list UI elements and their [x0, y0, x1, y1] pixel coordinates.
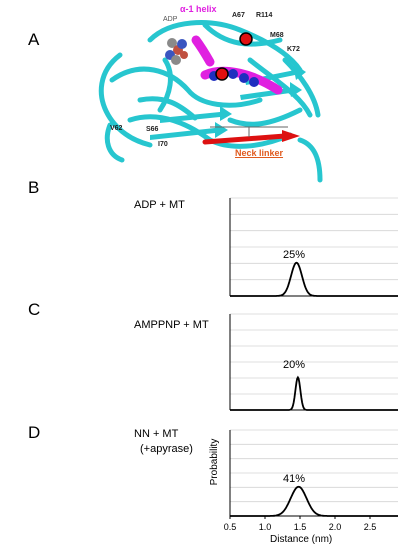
- label-alpha1-helix: α-1 helix: [180, 4, 217, 14]
- label-i70: I70: [158, 141, 168, 148]
- panel-b-peak-label: 25%: [283, 249, 306, 261]
- x-tick-label: 1.0: [258, 522, 272, 532]
- label-neck-linker: Neck linker: [235, 148, 284, 158]
- panel-d-peak-label: 41%: [283, 473, 306, 485]
- x-tick-label: 0.5: [223, 522, 237, 532]
- panel-a-letter: A: [28, 30, 40, 49]
- x-tick-label: 2.5: [363, 522, 377, 532]
- x-tick-label: 1.5: [293, 522, 307, 532]
- label-v62: V62: [110, 125, 123, 132]
- panel-c-condition: AMPPNP + MT: [134, 319, 209, 331]
- adp-molecule: [165, 38, 188, 65]
- x-tick-label: 2.0: [328, 522, 342, 532]
- protein-structure-illustration: [98, 20, 323, 183]
- y-axis-label: Probability: [209, 438, 220, 486]
- panel-b-letter: B: [28, 178, 40, 197]
- protein-ribbon: [98, 20, 323, 183]
- panel-d-condition-2: (+apyrase): [140, 443, 193, 455]
- panel-c-letter: C: [28, 300, 41, 319]
- panel-b-condition: ADP + MT: [134, 199, 185, 211]
- label-adp: ADP: [163, 16, 178, 23]
- neck-linker: [202, 130, 300, 145]
- panel-d-condition: NN + MT: [134, 428, 179, 440]
- spin-marker-helix: [215, 67, 229, 81]
- distance-distribution-curve: [230, 261, 398, 297]
- panel-d-letter: D: [28, 423, 41, 442]
- label-a67: A67: [232, 12, 245, 19]
- label-k72: K72: [287, 46, 300, 53]
- spin-marker-r114: [239, 32, 253, 46]
- panel-c-peak-label: 20%: [283, 359, 306, 371]
- label-s66: S66: [146, 126, 159, 133]
- label-m68: M68: [270, 32, 284, 39]
- x-axis-label: Distance (nm): [270, 534, 333, 545]
- distance-distribution-curve: [230, 375, 398, 411]
- label-r114: R114: [256, 12, 273, 19]
